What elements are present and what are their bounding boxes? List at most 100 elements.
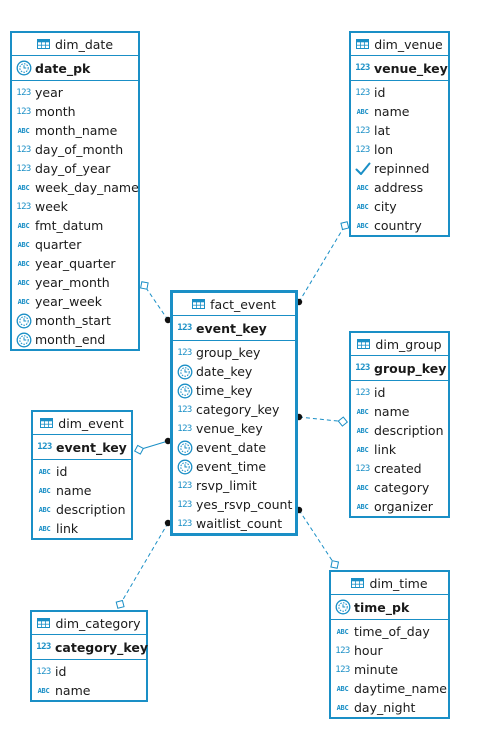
table-header: dim_event <box>33 412 131 435</box>
primary-key-row[interactable]: date_pk <box>12 56 138 81</box>
table-icon <box>351 578 369 588</box>
column-row[interactable]: month_start <box>12 311 138 330</box>
text-type-icon: ABC <box>336 684 349 693</box>
table-icon <box>37 618 55 628</box>
column-row[interactable]: time_key <box>173 381 295 400</box>
numeric-type-icon: 123 <box>16 106 31 117</box>
relationship-line-dim-venue[interactable] <box>298 221 348 303</box>
text-type-icon: ABC <box>356 483 369 492</box>
relationship-line-dim-category[interactable] <box>117 522 169 609</box>
primary-key-name: venue_key <box>374 60 448 76</box>
relationship-line-dim-group[interactable] <box>298 416 348 423</box>
text-type-icon: ABC <box>38 486 51 495</box>
column-name: created <box>374 461 422 476</box>
column-name: waitlist_count <box>196 516 283 531</box>
numeric-type-icon: 123 <box>16 87 31 98</box>
table-icon <box>192 299 210 309</box>
column-name: day_night <box>354 700 416 715</box>
text-type-icon: ABC <box>356 183 369 192</box>
primary-key-name: time_pk <box>354 599 410 615</box>
text-type-icon: ABC <box>356 407 369 416</box>
column-row[interactable]: event_time <box>173 457 295 476</box>
numeric-type-icon: 123 <box>36 666 51 677</box>
column-row[interactable]: event_date <box>173 438 295 457</box>
relationship-line-dim-time[interactable] <box>298 509 338 569</box>
primary-key-name: date_pk <box>35 60 91 76</box>
column-row[interactable]: month_end <box>12 330 138 349</box>
column-row[interactable]: date_key <box>173 362 295 381</box>
column-name: week_day_name <box>35 180 139 195</box>
column-name: time_key <box>196 383 253 398</box>
text-type-icon: ABC <box>17 221 30 230</box>
primary-key-row[interactable]: time_pk <box>331 595 448 620</box>
datetime-type-icon <box>176 364 193 380</box>
numeric-type-icon: 123 <box>355 125 370 136</box>
text-type-icon: ABC <box>356 107 369 116</box>
column-name: city <box>374 199 397 214</box>
table-header: fact_event <box>173 293 295 316</box>
numeric-type-icon: 123 <box>177 518 192 529</box>
column-row[interactable]: repinned <box>351 159 448 178</box>
column-name: group_key <box>196 345 261 360</box>
column-row[interactable]: 123 waitlist_count <box>173 514 295 533</box>
relationship-target-diamond <box>115 599 125 609</box>
